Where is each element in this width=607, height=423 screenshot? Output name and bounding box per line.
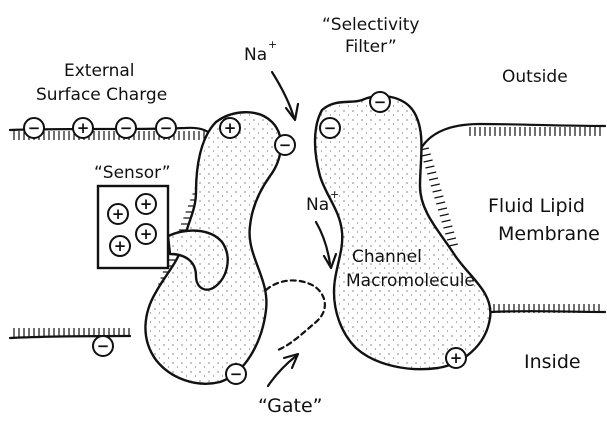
negative-charge-symbol: − — [24, 118, 44, 138]
positive-charge-symbol: + — [73, 118, 93, 138]
lipid-hatch — [434, 196, 443, 198]
lipid-hatch — [427, 172, 436, 174]
membrane-top-right — [420, 124, 605, 150]
negative-charge-symbol: − — [116, 118, 136, 138]
negative-charge-symbol: − — [226, 364, 246, 384]
svg-text:+: + — [140, 225, 153, 243]
channel-label-1: Channel — [352, 247, 422, 267]
fluid-lipid-label-2: Membrane — [498, 223, 600, 245]
svg-text:−: − — [279, 136, 292, 154]
lipid-hatch — [442, 220, 451, 222]
gate-label: “Gate” — [258, 395, 323, 417]
lipid-hatch — [438, 208, 447, 210]
positive-charge-symbol: + — [136, 194, 156, 214]
svg-text:−: − — [120, 119, 133, 137]
svg-text:−: − — [324, 119, 337, 137]
membrane-bottom-left — [10, 336, 130, 338]
negative-charge-symbol: − — [275, 135, 295, 155]
svg-text:−: − — [374, 93, 387, 111]
lipid-hatch — [429, 178, 438, 180]
negative-charge-symbol: − — [320, 118, 340, 138]
lipid-hatch — [433, 190, 442, 192]
positive-charge-symbol: + — [446, 348, 466, 368]
lipid-hatch — [424, 160, 433, 162]
lipid-hatch — [425, 166, 434, 168]
external-surface-charge-label-2: Surface Charge — [36, 85, 167, 105]
positive-charge-symbol: + — [136, 224, 156, 244]
svg-text:−: − — [230, 365, 243, 383]
negative-charge-symbol: − — [370, 92, 390, 112]
sensor-box — [98, 186, 168, 268]
svg-text:+: + — [114, 237, 127, 255]
svg-text:+: + — [450, 349, 463, 367]
svg-text:+: + — [77, 119, 90, 137]
sensor-label: “Sensor” — [94, 163, 171, 183]
outside-label: Outside — [502, 67, 568, 87]
svg-text:+: + — [140, 195, 153, 213]
selectivity-filter-label-1: “Selectivity — [322, 15, 419, 35]
lipid-hatch — [445, 232, 454, 234]
positive-charge-symbol: + — [220, 118, 240, 138]
lipid-hatch — [449, 244, 458, 246]
channel-label-2: Macromolecule — [346, 271, 475, 291]
gate-dashed-line — [266, 280, 325, 350]
lipid-hatch — [436, 202, 445, 204]
negative-charge-symbol: − — [93, 336, 113, 356]
svg-text:+: + — [224, 119, 237, 137]
positive-charge-symbol: + — [108, 204, 128, 224]
lipid-hatch — [422, 154, 431, 156]
lipid-hatch — [443, 226, 452, 228]
na-top-label: Na — [244, 45, 267, 65]
svg-text:−: − — [97, 337, 110, 355]
na-mid-superscript: + — [330, 188, 339, 201]
gate-arrow — [268, 354, 298, 386]
negative-charge-symbol: − — [156, 118, 176, 138]
na-mid-label: Na — [306, 195, 329, 215]
fluid-lipid-label-1: Fluid Lipid — [488, 195, 585, 217]
lipid-hatch — [440, 214, 449, 216]
na-top-arrow — [272, 72, 298, 120]
na-top-superscript: + — [268, 38, 277, 51]
svg-text:−: − — [28, 119, 41, 137]
lipid-hatch — [431, 184, 440, 186]
inside-label: Inside — [524, 351, 581, 373]
lipid-hatch — [447, 238, 456, 240]
selectivity-filter-label-2: Filter” — [345, 37, 397, 57]
na-mid-arrow — [316, 222, 336, 268]
positive-charge-symbol: + — [110, 236, 130, 256]
svg-text:+: + — [112, 205, 125, 223]
svg-text:−: − — [160, 119, 173, 137]
external-surface-charge-label-1: External — [64, 61, 135, 81]
